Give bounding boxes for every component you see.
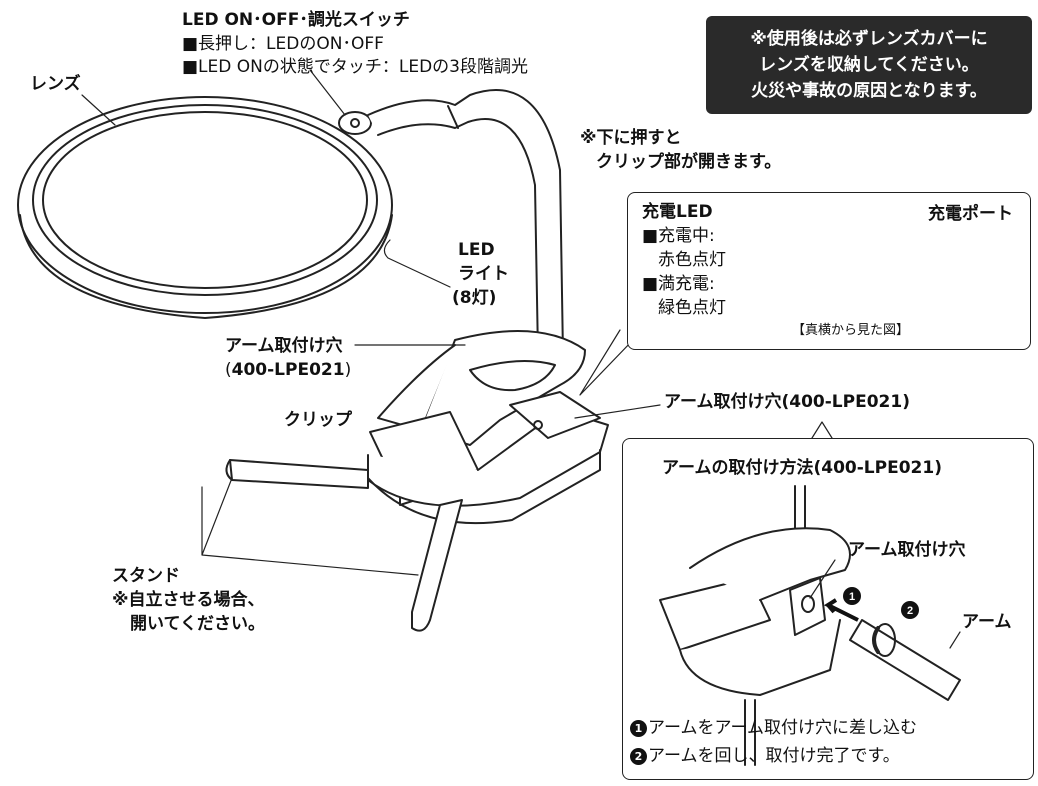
flexible-arm-drawing xyxy=(367,89,564,356)
charging-status-color: 赤色点灯 xyxy=(658,250,726,270)
arm-method-panel xyxy=(622,438,1034,780)
paren-open: ( xyxy=(225,360,232,380)
clip-label: クリップ xyxy=(284,410,352,430)
stand-legs-drawing xyxy=(225,459,463,632)
model-code: 400-LPE021 xyxy=(821,458,935,478)
arm-hole-left-line1: アーム取付け穴 xyxy=(225,336,343,356)
charging-port-label: 充電ポート xyxy=(928,204,1013,224)
arm-method-title: アームの取付け方法(400-LPE021) xyxy=(662,458,942,479)
arm-attach-drawing xyxy=(659,485,961,766)
switch-line1: ■長押し：LEDのON･OFF xyxy=(182,34,384,54)
warning-box: ※使用後は必ずレンズカバーに レンズを収納してください。 火災や事故の原因となり… xyxy=(706,16,1032,114)
warning-line2: レンズを収納してください。 xyxy=(759,55,979,75)
charging-panel xyxy=(627,192,1031,350)
full-charge-label: ■満充電: xyxy=(642,274,715,294)
arm-hole-right-label: アーム取付け穴(400-LPE021) xyxy=(664,392,910,413)
arm-hole-detail-label: アーム取付け穴 xyxy=(848,540,966,560)
press-note-line1: ※下に押すと xyxy=(580,128,682,148)
model-code: 400-LPE021 xyxy=(789,392,903,412)
arm-hole-left-line2: (400-LPE021) xyxy=(225,360,351,381)
warning-line3: 火災や事故の原因となります。 xyxy=(751,81,987,101)
stand-note-line1: ※自立させる場合、 xyxy=(112,590,265,610)
charging-status-label: ■充電中: xyxy=(642,226,715,246)
switch-line2: ■LED ONの状態でタッチ：LEDの3段階調光 xyxy=(182,57,528,77)
switch-title: LED ON･OFF･調光スイッチ xyxy=(182,10,410,30)
step1-number: 1 xyxy=(630,720,647,737)
charging-led-title: 充電LED xyxy=(642,202,713,222)
full-charge-color: 緑色点灯 xyxy=(658,298,726,318)
arm-label: アーム xyxy=(962,612,1012,632)
led-light-line3: (8灯) xyxy=(452,288,497,308)
warning-line1: ※使用後は必ずレンズカバーに xyxy=(750,29,988,49)
step2-marker xyxy=(901,601,919,619)
arm-hole-right-text: アーム取付け穴( xyxy=(664,392,790,412)
stand-note-line2: 開いてください。 xyxy=(130,614,265,634)
lens-label: レンズ xyxy=(30,74,81,94)
step1-text: アームをアーム取付け穴に差し込む xyxy=(648,718,917,738)
model-code: 400-LPE021 xyxy=(231,360,345,380)
led-light-line1: LED xyxy=(458,240,495,260)
clip-drawing xyxy=(367,330,609,525)
arm-method-title-text: アームの取付け方法( xyxy=(662,458,822,478)
svg-text:2: 2 xyxy=(907,605,913,617)
lens-drawing xyxy=(17,96,393,319)
step1-marker xyxy=(843,587,861,605)
press-note-line2: クリップ部が開きます。 xyxy=(596,152,782,172)
stand-title: スタンド xyxy=(112,566,180,586)
insert-arrow xyxy=(823,598,859,622)
paren-close: ) xyxy=(344,360,352,380)
led-light-line2: ライト xyxy=(458,264,509,284)
svg-text:1: 1 xyxy=(849,591,855,603)
step2-number: 2 xyxy=(630,748,647,765)
paren-close: ) xyxy=(902,392,910,412)
paren-close: ) xyxy=(934,458,942,478)
side-view-caption: 【真横から見た図】 xyxy=(792,323,910,338)
step2-text: アームを回し、取付け完了です。 xyxy=(648,746,900,766)
